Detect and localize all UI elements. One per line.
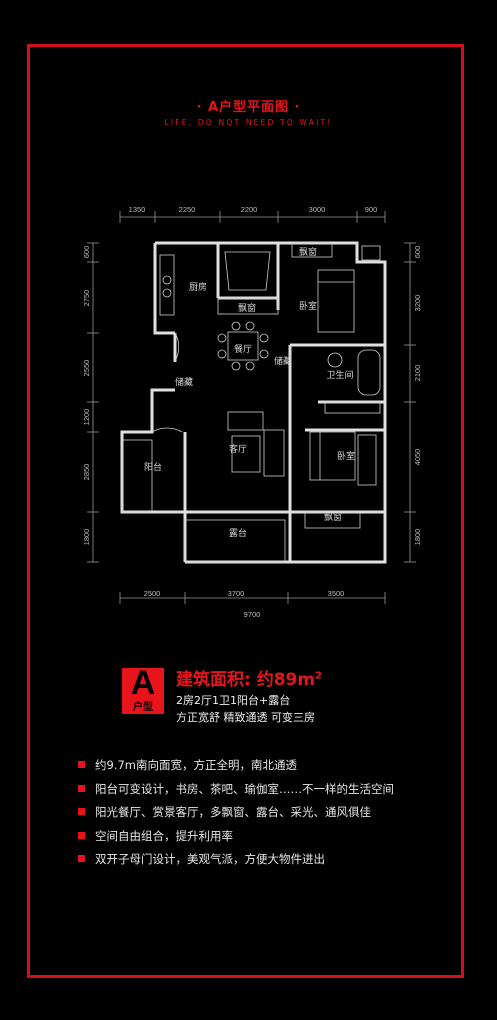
room-kitchen: 厨房 [189, 281, 207, 293]
room-labels: 厨房 飘窗 飘窗 卧室 餐厅 储藏 储藏 卫生间 客厅 阳台 卧室 飘窗 露台 [144, 246, 355, 539]
slogan: LIFE, DO NOT NEED TO WAIT! [164, 118, 333, 127]
top-dim: 2200 [241, 205, 258, 214]
unit-type-badge: A 户型 [122, 664, 164, 714]
dimension-lines [87, 211, 416, 604]
room-bay-window-bottom: 飘窗 [324, 511, 342, 523]
top-dim: 2250 [179, 205, 196, 214]
bullet-square-icon [78, 784, 85, 792]
room-storage-left: 储藏 [175, 376, 193, 388]
badge-type-label: 户型 [133, 702, 153, 713]
room-balcony: 阳台 [144, 461, 162, 473]
top-dim: 1350 [129, 205, 146, 214]
list-item: 阳台可变设计，书房、茶吧、瑜伽室……不一样的生活空间 [78, 781, 394, 805]
bottom-dim: 3500 [328, 589, 345, 598]
left-dim: 2550 [82, 360, 91, 377]
list-item: 阳光餐厅、赏景客厅，多飘窗、露台、采光、通风俱佳 [78, 804, 394, 828]
right-dim: 3200 [413, 295, 422, 312]
right-dim: 2100 [413, 365, 422, 382]
room-storage-right: 储藏 [274, 355, 292, 367]
right-dims: 600 3200 2100 4050 1800 [413, 246, 422, 546]
bullet-square-icon [78, 831, 85, 839]
feature-list: 约9.7m南向面宽，方正全明，南北通透 阳台可变设计，书房、茶吧、瑜伽室……不一… [78, 757, 394, 875]
badge-letter: A [130, 664, 156, 702]
list-item: 双开子母门设计，美观气派，方便大物件进出 [78, 851, 394, 875]
left-dim: 2850 [82, 464, 91, 481]
left-dim: 1200 [82, 409, 91, 426]
bottom-dim: 2500 [144, 589, 161, 598]
tagline: 方正宽舒 精致通透 可变三房 [176, 711, 315, 724]
room-living: 客厅 [229, 443, 247, 455]
windows [121, 242, 361, 563]
right-dim: 1800 [413, 529, 422, 546]
red-border-frame [27, 44, 464, 978]
area-label: 建筑面积: 约89m [176, 670, 316, 690]
top-dim: 3000 [309, 205, 326, 214]
floor-plan: 1350 2250 2200 3000 900 2500 3700 3500 9… [82, 205, 422, 619]
feature-text: 阳光餐厅、赏景客厅，多飘窗、露台、采光、通风俱佳 [95, 805, 371, 819]
total-width: 9700 [244, 610, 261, 619]
left-dim: 1800 [82, 529, 91, 546]
right-dim: 600 [413, 246, 422, 259]
room-bay-window-mid: 飘窗 [238, 302, 256, 314]
room-terrace: 露台 [229, 527, 247, 539]
area-superscript: 2 [315, 670, 323, 682]
feature-text: 空间自由组合，提升利用率 [95, 828, 233, 843]
left-dim: 600 [82, 246, 91, 259]
bullet-square-icon [78, 808, 85, 815]
feature-text: 双开子母门设计，美观气派，方便大物件进出 [95, 852, 325, 866]
bullet-square-icon [78, 761, 85, 768]
room-bay-window-top: 飘窗 [299, 246, 317, 258]
layout-description: 2房2厅1卫1阳台+露台 [176, 694, 291, 707]
bottom-dims: 2500 3700 3500 9700 [144, 589, 345, 619]
room-bedroom-top: 卧室 [299, 300, 317, 312]
list-item: 空间自由组合，提升利用率 [78, 828, 394, 852]
bottom-dim: 3700 [228, 589, 245, 598]
feature-text: 阳台可变设计，书房、茶吧、瑜伽室……不一样的生活空间 [95, 781, 394, 796]
bullet-square-icon [78, 855, 85, 862]
right-dim: 4050 [413, 449, 422, 466]
room-bathroom: 卫生间 [326, 369, 353, 381]
left-dim: 2750 [82, 290, 91, 307]
room-dining: 餐厅 [234, 343, 252, 355]
feature-text: 约9.7m南向面宽，方正全明，南北通透 [95, 758, 297, 772]
room-bedroom-bottom: 卧室 [337, 450, 355, 462]
furniture [151, 245, 381, 486]
page-title: · A户型平面图 · [196, 100, 301, 115]
area-title: 建筑面积: 约89m2 [176, 665, 322, 690]
top-dim: 900 [365, 205, 378, 214]
walls [120, 241, 387, 564]
list-item: 约9.7m南向面宽，方正全明，南北通透 [78, 757, 394, 781]
top-dims: 1350 2250 2200 3000 900 [129, 205, 378, 214]
left-dims: 600 2750 2550 1200 2850 1800 [82, 246, 91, 546]
